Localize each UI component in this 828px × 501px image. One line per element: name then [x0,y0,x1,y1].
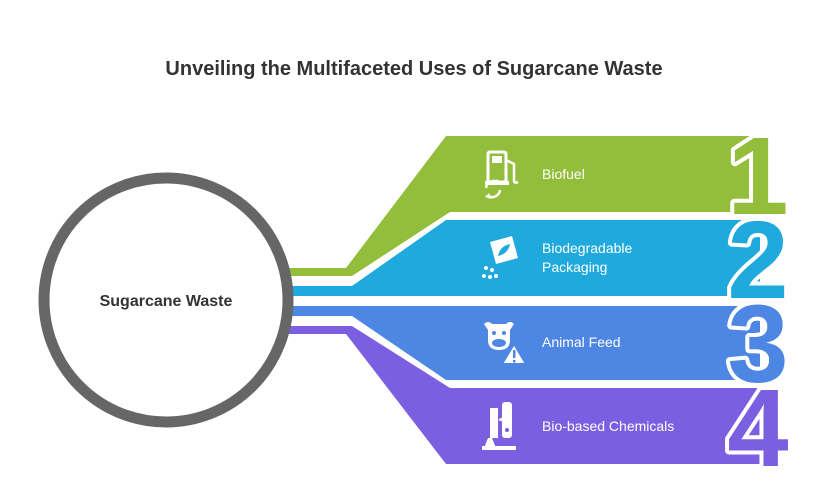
band-4 [287,326,760,464]
number-1: 1 [727,115,788,238]
bands [287,136,760,464]
item-label-2-line-2: Packaging [542,259,607,275]
hub-circle [38,172,294,428]
cow-warning-icon [484,322,528,365]
item-label-2-line-1: Biodegradable [542,240,633,256]
page-title: Unveiling the Multifaceted Uses of Sugar… [165,58,662,80]
number-4: 4 [727,367,788,490]
number-3: 3 [727,283,788,406]
item-label-1: Biofuel [542,166,585,182]
hub-label: Sugarcane Waste [100,293,233,310]
band-1 [287,136,760,276]
labels: Biofuel Biodegradable Packaging Animal F… [542,166,674,434]
eco-package-icon [482,236,518,279]
numbers: 1 2 3 4 [723,111,792,494]
number-2: 2 [727,199,788,322]
band-2 [287,220,760,296]
chemical-plant-icon [482,402,516,450]
item-label-4: Bio-based Chemicals [542,418,674,434]
fuel-pump-recycle-icon [484,150,519,199]
item-label-3: Animal Feed [542,334,621,350]
band-3 [287,306,760,380]
